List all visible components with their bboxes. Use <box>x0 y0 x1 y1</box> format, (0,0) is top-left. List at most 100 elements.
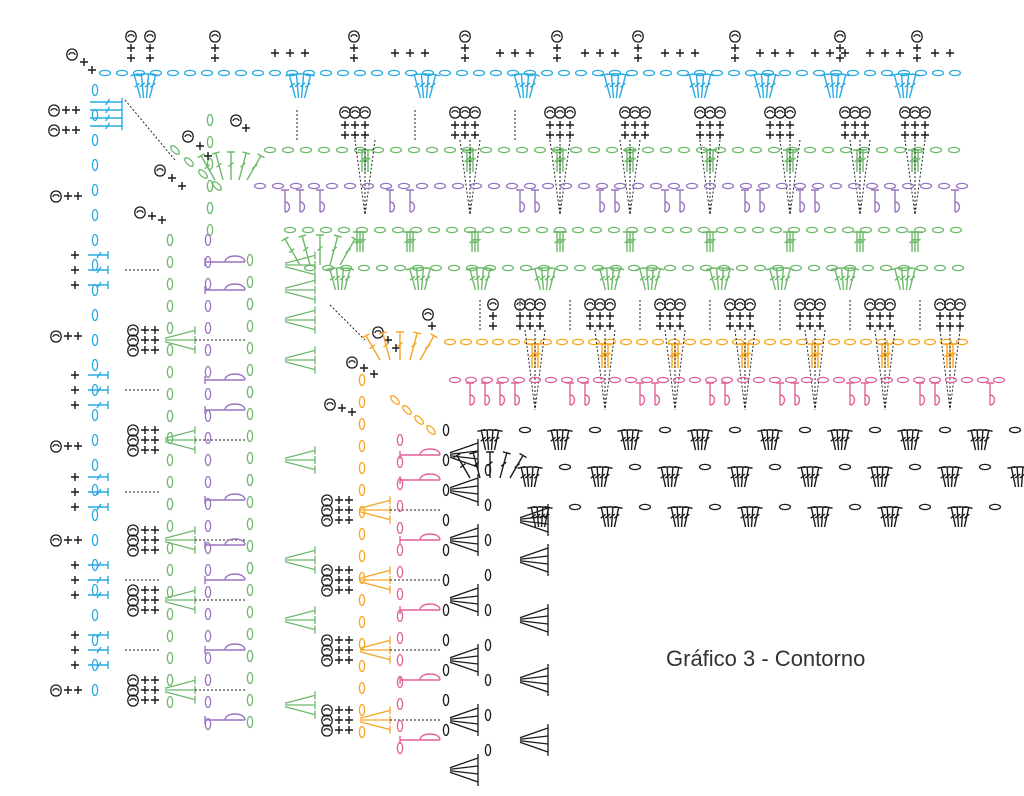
picot-stitch <box>714 106 726 119</box>
single-crochet <box>611 49 619 57</box>
single-crochet <box>676 322 684 330</box>
chain-stitch <box>731 146 745 154</box>
single-crochet <box>71 251 79 259</box>
black-picot-clusters-2 <box>487 298 966 330</box>
connector-line <box>779 139 791 216</box>
picot-stitch <box>50 534 62 547</box>
chain-stitch <box>848 503 862 511</box>
chain-stitch <box>576 376 590 384</box>
double-crochet <box>465 267 477 291</box>
chain-stitch <box>838 463 852 471</box>
single-crochet <box>806 312 814 320</box>
chain-stitch <box>204 563 212 577</box>
single-crochet <box>691 49 699 57</box>
chain-stitch <box>251 69 265 77</box>
double-crochet <box>633 428 643 451</box>
chain-stitch <box>253 182 267 190</box>
double-crochet <box>285 73 297 99</box>
single-crochet <box>151 326 159 334</box>
chain-stitch <box>663 264 677 272</box>
double-crochet <box>687 428 697 451</box>
double-crochet <box>164 601 196 614</box>
single-crochet <box>141 586 149 594</box>
chain-stitch <box>638 503 652 511</box>
single-crochet <box>158 216 166 224</box>
chain-stitch <box>733 226 747 234</box>
double-crochet <box>533 465 543 488</box>
double-crochet <box>449 541 479 556</box>
double-crochet <box>412 267 421 291</box>
chain-stitch <box>204 519 212 533</box>
chain-stitch <box>793 182 807 190</box>
chain-stitch <box>166 651 174 665</box>
chain-stitch <box>289 182 303 190</box>
single-crochet <box>335 576 343 584</box>
chain-stitch <box>937 182 951 190</box>
cluster-stitch <box>871 189 881 213</box>
single-crochet <box>596 322 604 330</box>
double-crochet <box>284 361 316 374</box>
picot-stitch <box>127 444 139 457</box>
single-crochet <box>811 49 819 57</box>
single-crochet <box>64 442 72 450</box>
double-crochet <box>88 488 109 496</box>
chain-stitch <box>571 226 585 234</box>
chain-stitch <box>246 297 254 311</box>
single-crochet <box>641 131 649 139</box>
double-crochet <box>449 712 479 720</box>
double-crochet <box>405 267 417 291</box>
cluster-stitch <box>986 382 996 406</box>
chain-stitch <box>865 182 879 190</box>
single-crochet <box>461 131 469 139</box>
double-crochet <box>768 73 780 99</box>
double-crochet <box>848 267 860 291</box>
double-crochet <box>148 73 160 99</box>
single-crochet <box>634 54 642 62</box>
picot-stitch <box>487 298 499 311</box>
double-crochet <box>703 73 715 99</box>
picot-stitch <box>127 694 139 707</box>
chain-stitch <box>841 226 855 234</box>
connector-line <box>534 329 546 411</box>
double-crochet <box>797 465 807 488</box>
picot-stitch <box>127 584 139 597</box>
double-crochet <box>773 428 783 451</box>
cluster-stitch <box>511 382 521 406</box>
single-crochet <box>80 58 88 66</box>
single-crochet <box>511 49 519 57</box>
chain-stitch <box>396 499 404 513</box>
double-crochet <box>618 73 630 99</box>
chain-stitch <box>481 226 495 234</box>
double-crochet <box>692 73 701 99</box>
chain-stitch <box>541 182 555 190</box>
single-crochet <box>876 322 884 330</box>
chain-stitch <box>779 338 793 346</box>
single-crochet <box>553 54 561 62</box>
double-crochet <box>914 231 922 252</box>
double-crochet <box>827 73 836 99</box>
chain-stitch <box>877 226 891 234</box>
double-crochet <box>837 267 846 291</box>
single-crochet <box>731 54 739 62</box>
single-crochet <box>335 706 343 714</box>
chain-stitch <box>829 69 843 77</box>
picot-stitch <box>594 298 606 311</box>
green-row-230 <box>283 226 963 252</box>
single-crochet <box>471 121 479 129</box>
double-crochet <box>449 601 479 616</box>
single-crochet <box>360 364 368 372</box>
single-crochet <box>71 661 79 669</box>
connector-line <box>329 304 366 341</box>
single-crochet <box>489 322 497 330</box>
chain-stitch <box>204 387 212 401</box>
double-crochet <box>137 73 146 99</box>
double-crochet <box>359 496 391 509</box>
chain-stitch <box>728 426 742 434</box>
double-crochet <box>783 267 795 291</box>
chain-stitch <box>497 146 511 154</box>
chain-stitch <box>391 226 405 234</box>
double-crochet <box>600 73 612 99</box>
chain-stitch <box>358 439 366 453</box>
single-crochet <box>64 332 72 340</box>
